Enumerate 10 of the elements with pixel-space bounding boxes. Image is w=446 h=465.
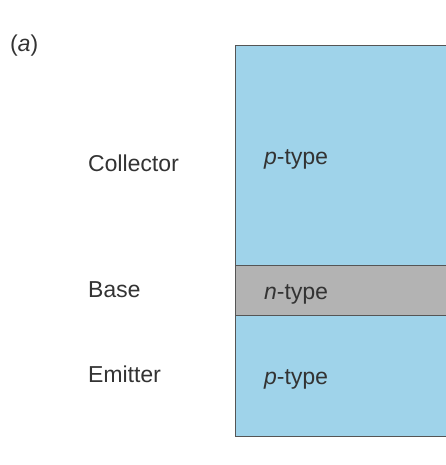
doping-type-label: p-type: [264, 143, 328, 170]
region-name: Collector: [88, 150, 179, 177]
doping-type-label: p-type: [264, 363, 328, 390]
panel-label: (a): [10, 30, 38, 57]
semiconductor-layer: [235, 315, 446, 437]
region-name: Base: [88, 276, 140, 303]
semiconductor-layer: [235, 265, 446, 317]
semiconductor-layer: [235, 45, 446, 267]
doping-type-label: n-type: [264, 278, 328, 305]
region-name: Emitter: [88, 361, 161, 388]
